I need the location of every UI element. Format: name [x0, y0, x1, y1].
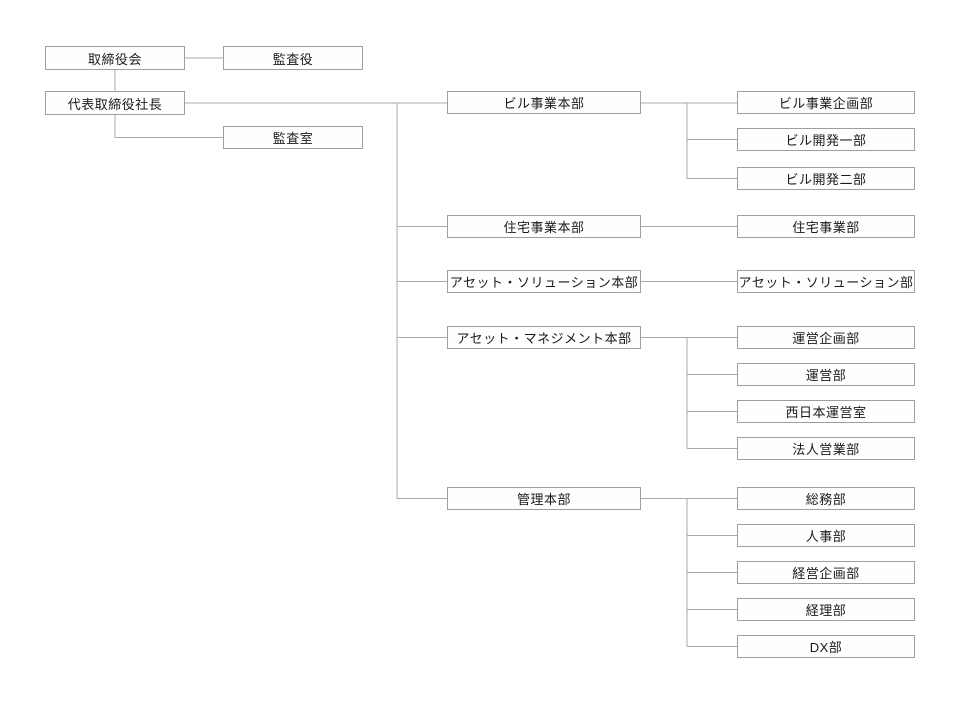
org-node-hr-dept: 人事部 [737, 524, 915, 547]
org-node-building-hq: ビル事業本部 [447, 91, 641, 114]
org-node-operations-planning-dept: 運営企画部 [737, 326, 915, 349]
org-node-housing-dept: 住宅事業部 [737, 215, 915, 238]
org-node-housing-hq: 住宅事業本部 [447, 215, 641, 238]
org-node-corporate-planning-dept: 経営企画部 [737, 561, 915, 584]
org-node-audit-office: 監査室 [223, 126, 363, 149]
org-node-asset-management-hq: アセット・マネジメント本部 [447, 326, 641, 349]
org-node-admin-hq: 管理本部 [447, 487, 641, 510]
org-node-west-japan-office: 西日本運営室 [737, 400, 915, 423]
org-node-dx-dept: DX部 [737, 635, 915, 658]
org-node-auditor: 監査役 [223, 46, 363, 70]
org-node-asset-solution-hq: アセット・ソリューション本部 [447, 270, 641, 293]
org-node-general-affairs-dept: 総務部 [737, 487, 915, 510]
org-node-president: 代表取締役社長 [45, 91, 185, 115]
org-node-building-dev1-dept: ビル開発一部 [737, 128, 915, 151]
org-node-building-dev2-dept: ビル開発二部 [737, 167, 915, 190]
org-node-operations-dept: 運営部 [737, 363, 915, 386]
org-node-board: 取締役会 [45, 46, 185, 70]
org-node-corporate-sales-dept: 法人営業部 [737, 437, 915, 460]
org-node-accounting-dept: 経理部 [737, 598, 915, 621]
org-node-building-planning-dept: ビル事業企画部 [737, 91, 915, 114]
org-node-asset-solution-dept: アセット・ソリューション部 [737, 270, 915, 293]
connector-president-audit-office [114, 115, 223, 138]
